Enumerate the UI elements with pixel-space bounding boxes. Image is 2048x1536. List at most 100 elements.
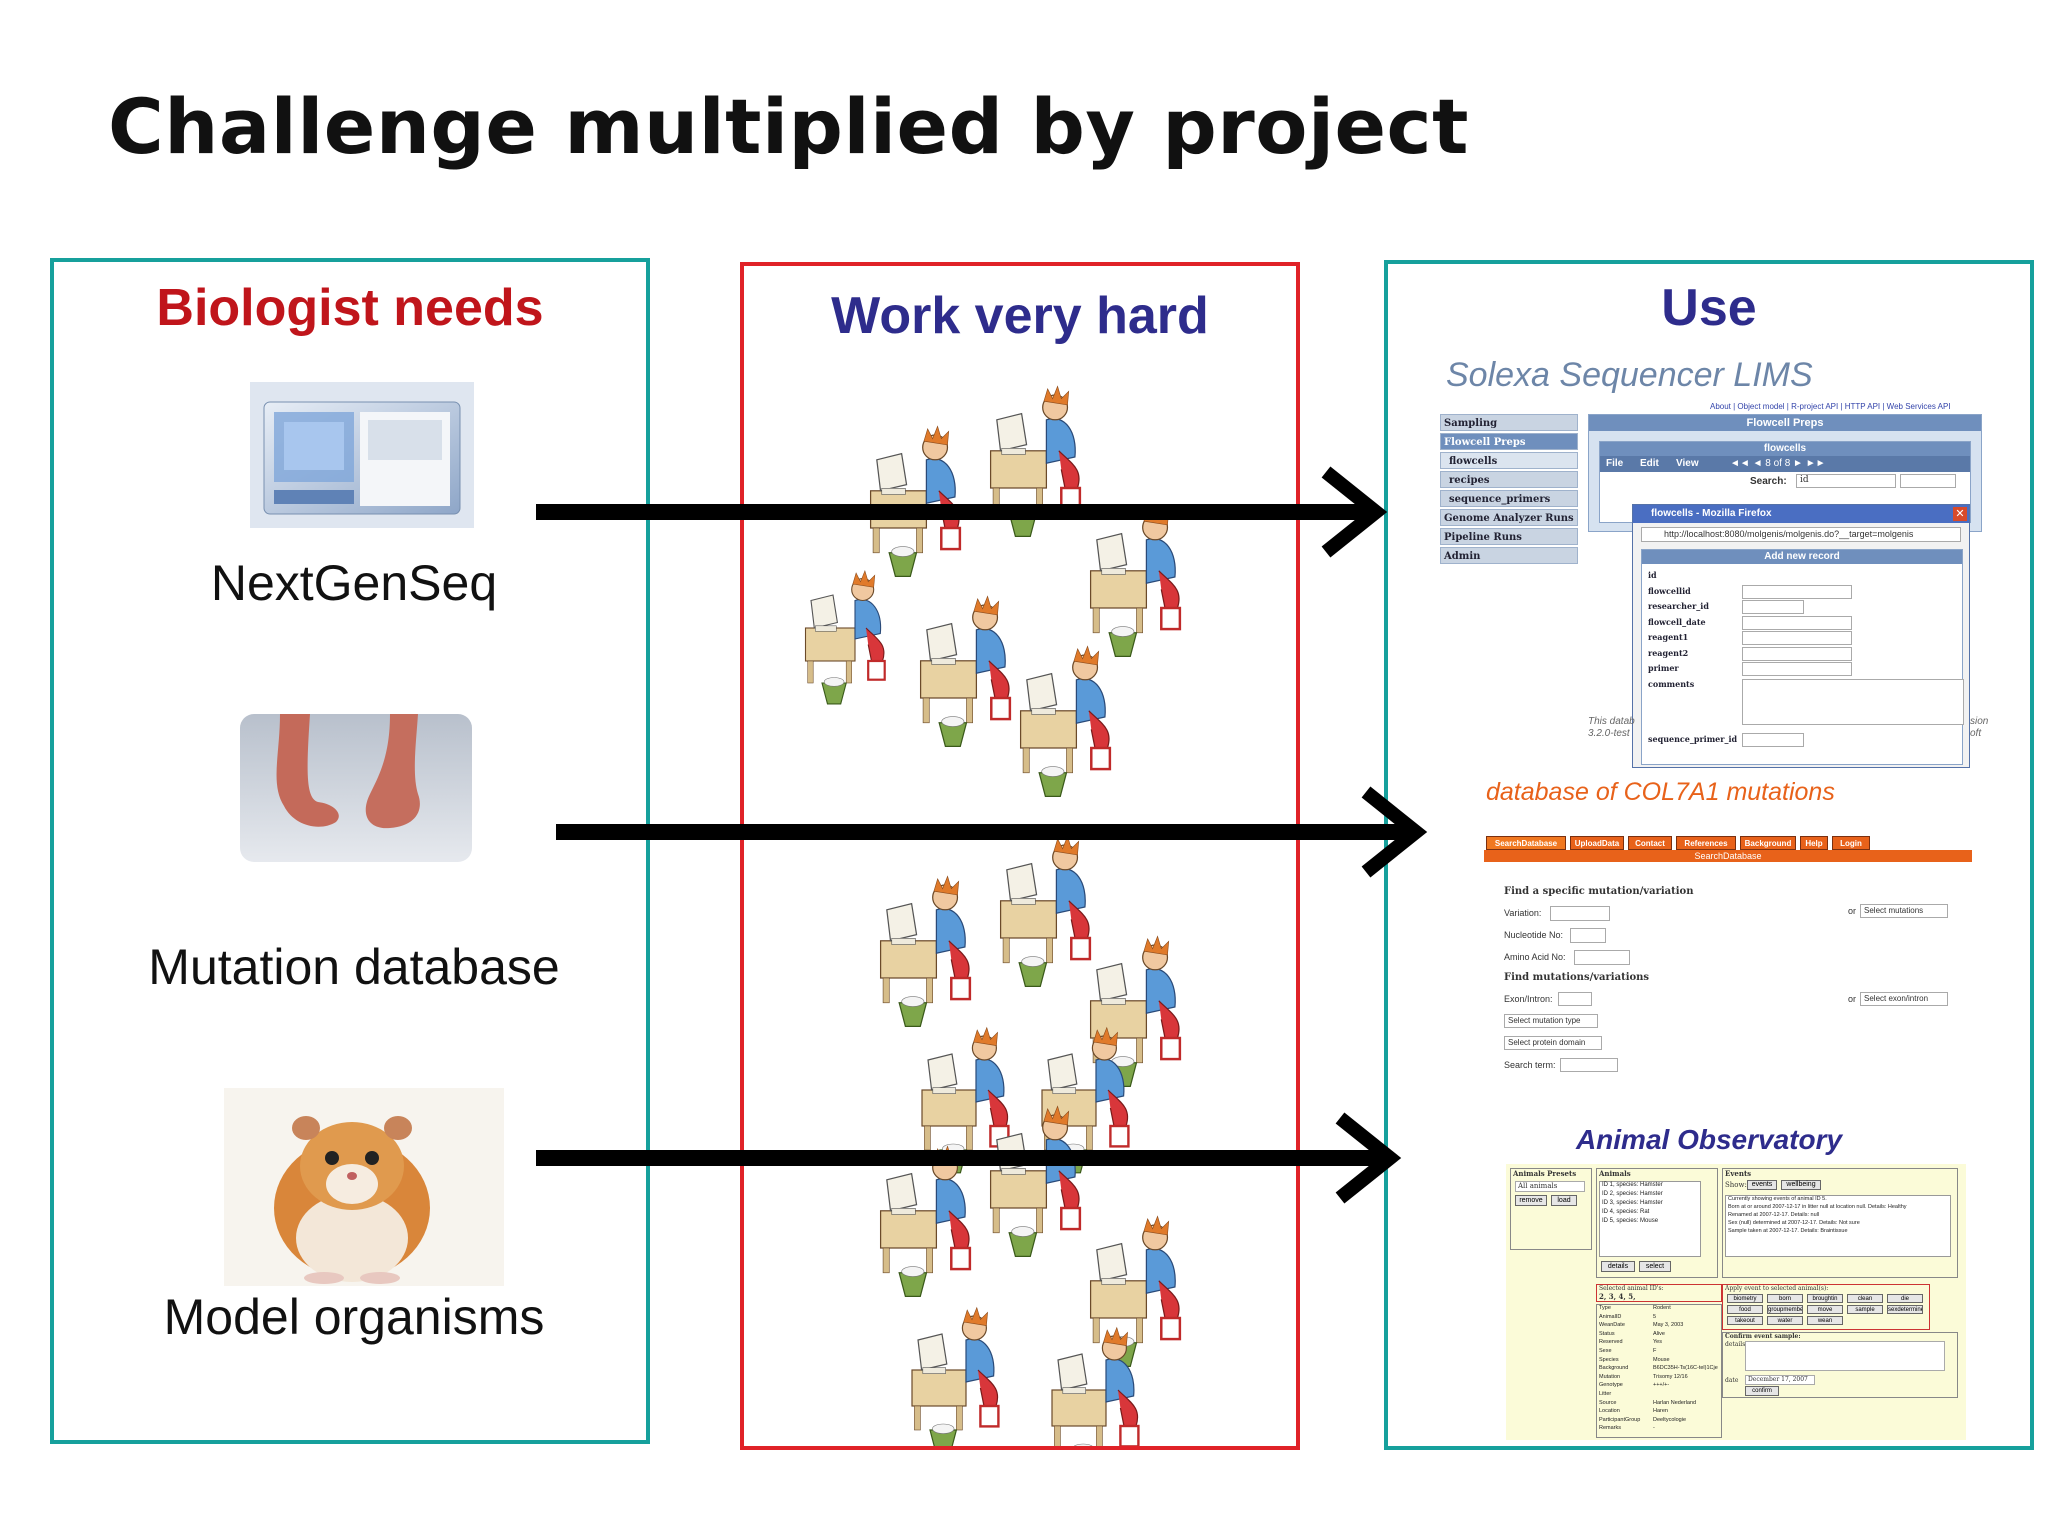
lims-menu-item[interactable]: Flowcell Preps bbox=[1440, 433, 1578, 450]
col7a1-tab[interactable]: Login bbox=[1832, 836, 1870, 850]
nextgenseq-label: NextGenSeq bbox=[210, 555, 498, 611]
select-button[interactable]: select bbox=[1639, 1261, 1671, 1272]
property-value: 5 bbox=[1653, 1313, 1657, 1320]
col7a1-tab[interactable]: Contact bbox=[1628, 836, 1672, 850]
wellbeing-button[interactable]: wellbeing bbox=[1781, 1180, 1821, 1190]
property-key: Species bbox=[1599, 1356, 1619, 1363]
property-value: +++/+- bbox=[1653, 1382, 1670, 1389]
lims-menu-item[interactable]: Admin bbox=[1440, 547, 1578, 564]
event-button[interactable]: wean bbox=[1807, 1316, 1843, 1325]
property-key: Location bbox=[1599, 1408, 1620, 1415]
slide-title: Challenge multiplied by project bbox=[108, 82, 1469, 171]
lims-pager[interactable]: ◄◄ ◄ 8 of 8 ► ►► bbox=[1730, 458, 1826, 469]
date-field[interactable]: December 17, 2007 bbox=[1745, 1375, 1815, 1385]
select-protein-domain-dropdown[interactable]: Select protein domain bbox=[1504, 1036, 1602, 1050]
col7a1-row-input[interactable] bbox=[1570, 928, 1606, 943]
animal-list-item[interactable]: ID 5, species: Mouse bbox=[1602, 1218, 1659, 1224]
select-mutation-type-dropdown[interactable]: Select mutation type bbox=[1504, 1014, 1598, 1028]
presets-box: Animals Presets All animals remove load bbox=[1510, 1168, 1592, 1250]
col7a1-tab[interactable]: References bbox=[1676, 836, 1736, 850]
event-button[interactable]: move bbox=[1807, 1305, 1843, 1314]
property-value: Trisomy 12/16 bbox=[1653, 1373, 1688, 1380]
animal-list-item[interactable]: ID 3, species: Hamster bbox=[1602, 1200, 1663, 1206]
event-button[interactable]: clean bbox=[1847, 1294, 1883, 1303]
select-mutations-dropdown[interactable]: Select mutations bbox=[1860, 904, 1948, 918]
event-button[interactable]: die bbox=[1887, 1294, 1923, 1303]
confirm-details-field[interactable] bbox=[1745, 1341, 1945, 1371]
details-button[interactable]: details bbox=[1601, 1261, 1635, 1272]
lims-field-input[interactable] bbox=[1742, 646, 1852, 661]
col7a1-row-input[interactable] bbox=[1574, 950, 1630, 965]
event-line: Sample taken at 2007-12-17. Details: Bra… bbox=[1728, 1228, 1848, 1234]
animal-observatory-screenshot: Animals Presets All animals remove load … bbox=[1506, 1164, 1966, 1440]
col7a1-row-input[interactable] bbox=[1550, 906, 1610, 921]
property-value: Yes bbox=[1653, 1339, 1662, 1346]
property-value: Deeltycologie bbox=[1653, 1416, 1687, 1423]
lims-menu-item[interactable]: Sampling bbox=[1440, 414, 1578, 431]
lims-field-input[interactable] bbox=[1742, 631, 1852, 645]
lims-popup-titlebar: flowcells - Mozilla Firefox ✕ bbox=[1633, 505, 1969, 523]
select-exon-dropdown[interactable]: Select exon/intron bbox=[1860, 992, 1948, 1006]
lims-panel-title: Flowcell Preps bbox=[1589, 415, 1981, 431]
event-line: Renamed at 2007-12-17. Details: null bbox=[1728, 1212, 1820, 1218]
event-button[interactable]: sample bbox=[1847, 1305, 1883, 1314]
lims-field-label: reagent2 bbox=[1648, 647, 1689, 658]
col7a1-row-label: Nucleotide No: bbox=[1504, 930, 1564, 940]
event-button[interactable]: takeout bbox=[1727, 1316, 1763, 1325]
event-line: Sex (null) determined at 2007-12-17. Det… bbox=[1728, 1220, 1860, 1226]
sequencer-machine-icon bbox=[250, 382, 474, 528]
lims-toolbar: File Edit View ◄◄ ◄ 8 of 8 ► ►► bbox=[1600, 456, 1970, 472]
lims-popup-title: flowcells - Mozilla Firefox bbox=[1651, 508, 1772, 519]
lims-field-input[interactable] bbox=[1742, 615, 1852, 630]
lims-search-field[interactable]: id bbox=[1796, 474, 1896, 488]
lims-menu-item[interactable]: flowcells bbox=[1440, 452, 1578, 469]
property-key: WeanDate bbox=[1599, 1322, 1625, 1329]
lims-search-select[interactable] bbox=[1900, 474, 1956, 488]
col7a1-tab[interactable]: Background bbox=[1740, 836, 1796, 850]
lims-comments-input[interactable] bbox=[1742, 678, 1964, 725]
lims-top-links[interactable]: About | Object model | R-project API | H… bbox=[1710, 402, 1951, 411]
lims-file-menu[interactable]: File bbox=[1606, 458, 1624, 469]
lims-edit-menu[interactable]: Edit bbox=[1640, 458, 1659, 469]
lims-menu-item[interactable]: sequence_primers bbox=[1440, 490, 1578, 507]
biologist-needs-heading: Biologist needs bbox=[156, 279, 544, 337]
animal-list-item[interactable]: ID 1, species: Hamster bbox=[1602, 1182, 1663, 1188]
col7a1-tab[interactable]: UploadData bbox=[1570, 836, 1624, 850]
event-button[interactable]: sexdetermine bbox=[1887, 1305, 1923, 1314]
lims-field-input[interactable] bbox=[1742, 600, 1804, 614]
lims-url-field[interactable]: http://localhost:8080/molgenis/molgenis.… bbox=[1641, 527, 1961, 542]
lims-field-input[interactable] bbox=[1742, 584, 1852, 599]
lims-menu-item[interactable]: recipes bbox=[1440, 471, 1578, 488]
lims-field-input[interactable] bbox=[1742, 662, 1852, 676]
remove-button[interactable]: remove bbox=[1515, 1195, 1547, 1206]
lims-menu-item[interactable]: Pipeline Runs bbox=[1440, 528, 1578, 545]
col7a1-tab[interactable]: SearchDatabase bbox=[1486, 836, 1566, 850]
property-value: F bbox=[1653, 1348, 1657, 1354]
event-button[interactable]: groupmember bbox=[1767, 1305, 1803, 1314]
event-button[interactable]: water bbox=[1767, 1316, 1803, 1325]
load-button[interactable]: load bbox=[1551, 1195, 1577, 1206]
animal-list-item[interactable]: ID 2, species: Hamster bbox=[1602, 1191, 1663, 1197]
event-button[interactable]: biometry bbox=[1727, 1294, 1763, 1303]
col7a1-tab[interactable]: Help bbox=[1800, 836, 1828, 850]
search-term-field[interactable] bbox=[1560, 1058, 1618, 1072]
col7a1-section-2: Find mutations/variations bbox=[1504, 972, 1650, 983]
exon-intron-field[interactable] bbox=[1558, 992, 1592, 1006]
lims-field-input[interactable] bbox=[1742, 733, 1804, 747]
property-key: ParticipantGroup bbox=[1599, 1416, 1641, 1423]
lims-view-menu[interactable]: View bbox=[1676, 458, 1699, 469]
animal-list-item[interactable]: ID 4, species: Rat bbox=[1602, 1209, 1650, 1215]
animal-list[interactable]: ID 1, species: Hamster ID 2, species: Ham… bbox=[1599, 1181, 1701, 1257]
lims-popup-window: flowcells - Mozilla Firefox ✕ http://loc… bbox=[1632, 504, 1970, 768]
property-key: Sexe bbox=[1599, 1348, 1612, 1354]
programmer-figure bbox=[1089, 505, 1182, 657]
lims-search-label: Search: bbox=[1750, 476, 1787, 487]
close-icon[interactable]: ✕ bbox=[1953, 507, 1967, 521]
lims-field-label: comments bbox=[1648, 678, 1695, 689]
event-button[interactable]: broughtin bbox=[1807, 1294, 1843, 1303]
event-button[interactable]: food bbox=[1727, 1305, 1763, 1314]
confirm-button[interactable]: confirm bbox=[1745, 1386, 1779, 1396]
events-button[interactable]: events bbox=[1747, 1180, 1777, 1190]
lims-menu-item[interactable]: Genome Analyzer Runs bbox=[1440, 509, 1578, 526]
event-button[interactable]: born bbox=[1767, 1294, 1803, 1303]
